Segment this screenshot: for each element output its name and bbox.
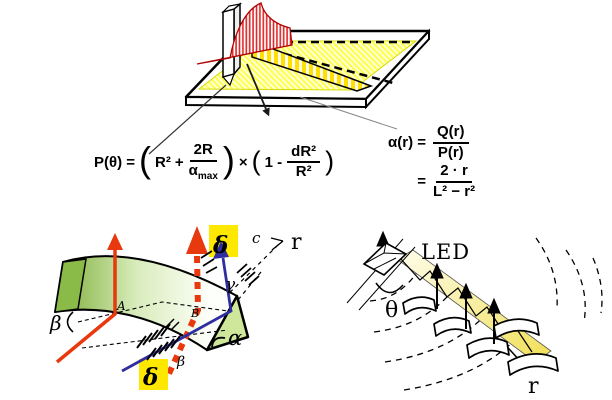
highlight-box-delta-bottom	[139, 359, 168, 390]
dashed-arc	[384, 309, 491, 363]
fraction-2r-over-l2-r2: 2 · r L² − r²	[433, 162, 476, 200]
r-label: r	[528, 374, 539, 399]
angle-hatch-gamma	[236, 263, 260, 286]
leader-line-to-p-formula	[148, 84, 227, 155]
theta-label: θ	[385, 298, 398, 323]
prism-slat	[466, 337, 510, 359]
open-paren: (	[139, 138, 152, 180]
open-paren-2: (	[251, 145, 261, 176]
p-theta-lhs: P(θ) =	[94, 153, 136, 171]
red-dotted-normal-arrow	[164, 226, 208, 380]
prism-slat	[507, 353, 559, 376]
angle-hatch-delta-top	[200, 250, 218, 274]
led-beam-figure: LED θ r	[346, 230, 603, 399]
vertex-b-label: B	[190, 307, 199, 320]
wedge-prism-figure: β A B β γ α δ δ c r	[49, 225, 302, 391]
arrowhead	[487, 297, 501, 314]
prism-slat	[402, 296, 437, 315]
angle-hatch-small	[165, 318, 180, 331]
wedge-left-end-face	[54, 258, 87, 313]
formula-alpha-r: α(r) = Q(r) P(r) = 2 · r L² − r²	[374, 123, 478, 202]
equals-2: =	[417, 173, 426, 190]
alpha-label: α	[228, 326, 242, 350]
arrowhead	[107, 233, 123, 250]
plate-front-face	[185, 95, 367, 109]
one-minus: 1 -	[264, 153, 283, 171]
fraction-dr2-over-r2: dR² R²	[287, 143, 321, 181]
times-sign: ×	[238, 153, 248, 171]
gamma-label: γ	[225, 275, 236, 295]
fraction-2r-over-alpha-max: 2R αmax	[188, 141, 218, 182]
dashed-arc	[592, 257, 603, 314]
beta-small-label: β	[176, 354, 185, 370]
dashed-arc	[565, 249, 586, 323]
arrowhead	[186, 226, 208, 254]
delta-top-label: δ	[212, 232, 228, 259]
light-guide-plate-figure	[148, 2, 431, 155]
led-source-optic	[346, 238, 416, 311]
leader-line-to-alpha-formula	[299, 96, 398, 130]
arrowhead	[459, 282, 473, 299]
plus-sign: +	[174, 153, 184, 171]
dashed-chord-ab	[77, 301, 229, 323]
arrowhead	[430, 262, 444, 279]
prism-cross-section	[205, 294, 250, 352]
prism-slat	[493, 318, 540, 339]
theta-angle-arc	[375, 282, 404, 294]
arrowhead	[213, 241, 229, 259]
red-normal-arrow-left	[55, 233, 123, 364]
vertex-a-label: A	[116, 299, 126, 313]
term-r-squared: R²	[155, 153, 171, 171]
dashed-arc	[369, 270, 419, 302]
delta-bottom-label: δ	[142, 364, 158, 391]
c-label: c	[252, 229, 261, 247]
formula-p-theta: P(θ) = ( R² + 2R αmax ) × ( 1 - dR² R² )	[92, 136, 336, 188]
close-paren-2: )	[325, 145, 335, 176]
output-direction-arrow	[246, 63, 270, 117]
beta-main-label: β	[49, 311, 62, 335]
open-arrowhead-r	[270, 237, 284, 251]
angle-hatch-beta-lower	[146, 335, 181, 361]
dashed-arc	[535, 237, 558, 309]
prism-slats	[402, 296, 559, 376]
angle-hatch-beta-upper	[136, 323, 171, 349]
fraction-q-over-p: Q(r) P(r)	[433, 123, 469, 161]
close-paren: )	[222, 138, 235, 180]
alpha-r-lhs: α(r) =	[388, 134, 426, 151]
intensity-distribution-profile	[196, 2, 293, 65]
sector-dashed-edge-diagonal	[258, 45, 398, 86]
prism-slat	[433, 316, 472, 337]
arrowhead	[262, 107, 270, 117]
alpha-angle-arc	[211, 336, 226, 348]
beta-angle-arc	[66, 311, 74, 333]
plate-side-face	[365, 28, 430, 110]
r-axis-label: r	[291, 230, 302, 255]
led-label: LED	[421, 240, 470, 264]
